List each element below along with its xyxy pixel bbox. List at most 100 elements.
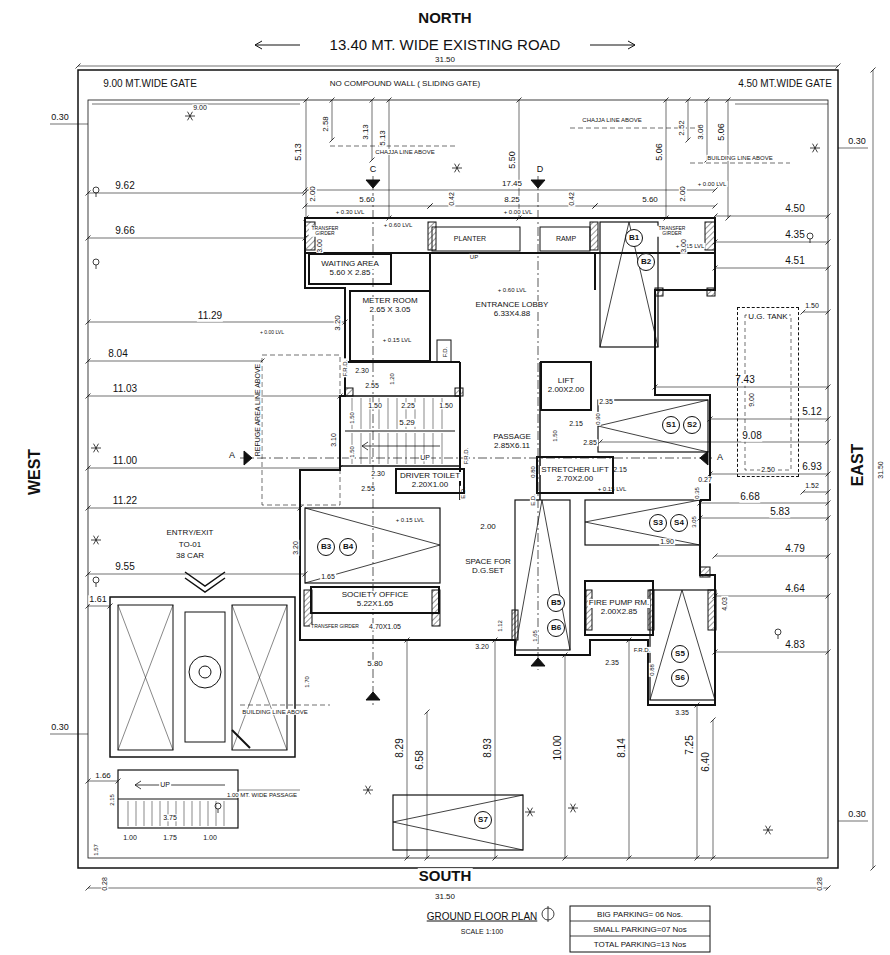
dimension-tick [343, 320, 348, 325]
turntable-symbol [199, 666, 211, 678]
room-size: 2.00X2.00 [547, 386, 585, 395]
plan-label: SCALE 1:100 [460, 928, 504, 935]
dimension-tick [86, 506, 91, 511]
dimension-line [50, 734, 88, 735]
plan-label: 5.50 [508, 150, 517, 170]
plan-label: 1.65 [532, 629, 538, 643]
plan-label: 3.05 [691, 515, 697, 529]
plan-label: TRANSFER GIRDER [309, 226, 341, 237]
plan-label: F.R.D. [633, 647, 652, 653]
plan-label: 1.00 MT. WIDE PASSAGE [226, 792, 298, 798]
room-name: B3 [320, 543, 332, 552]
plan-label: UP [159, 781, 171, 788]
room-box: DRIVER TOILET2.20X1.00 [395, 468, 465, 494]
dimension-line [88, 606, 110, 607]
plan-label: 2.15 [568, 420, 584, 427]
room-size: 5.22X1.65 [356, 600, 394, 609]
parking-number: B6 [547, 619, 565, 637]
dimension-tick [826, 385, 831, 390]
plan-label: 8.04 [107, 349, 128, 360]
dimension-line [88, 781, 118, 782]
column [345, 388, 353, 396]
dimension-line [600, 442, 828, 443]
parking-bay [585, 500, 700, 545]
plan-label: TOTAL PARKING=13 Nos [593, 941, 687, 949]
plan-label: A [716, 453, 724, 462]
room-name: B6 [550, 624, 562, 633]
plan-label: 5.13 [294, 142, 303, 162]
plan-label: 0.30 [50, 723, 70, 732]
plan-label: 0.28 [816, 876, 823, 892]
plan-label: 2.15 [612, 466, 628, 473]
plan-label: 5.06 [655, 142, 664, 162]
plan-label: 3.75 [162, 814, 178, 821]
section-line [240, 458, 712, 459]
dimension-tick [387, 98, 392, 103]
plan-label: CHAJJA LINE ABOVE [374, 149, 435, 155]
dimension-tick [713, 266, 718, 271]
plan-label: 5.06 [717, 122, 726, 142]
plan-label: 1.70 [304, 675, 310, 689]
dimension-tick [330, 98, 335, 103]
plan-label: 2.55 [360, 485, 376, 492]
room-size: 2.70X2.00 [556, 475, 594, 484]
tree-symbol [528, 808, 533, 817]
plan-label: BUILDING LINE ABOVE [241, 709, 308, 715]
car-platform-line [118, 605, 173, 750]
plan-label: 2.00 [679, 185, 687, 203]
plan-label: 9.66 [114, 226, 135, 237]
plan-label: + 0.15 LVL [675, 243, 706, 249]
dimension-tick [871, 866, 876, 871]
plan-label: C [369, 165, 378, 174]
plan-label: 3.20 [334, 314, 342, 332]
tree-symbol [766, 826, 771, 835]
car-lift-core [185, 612, 225, 742]
stair-arrow [362, 446, 440, 447]
parking-bay [598, 400, 708, 452]
road-arrow [255, 41, 262, 49]
dimension-line [88, 396, 340, 397]
plan-label: 6.93 [801, 462, 822, 473]
plan-label: 3.13 [362, 123, 370, 141]
dimension-line [372, 100, 373, 160]
dimension-line [88, 574, 305, 575]
stair-tread [160, 801, 161, 826]
plan-label: 5.12 [801, 407, 822, 418]
plan-label: + 0.30 LVL [335, 209, 366, 215]
dimension-tick [826, 490, 831, 495]
stair-tread [397, 433, 398, 464]
dimension-line [713, 720, 714, 858]
plan-label: 4.51 [784, 256, 805, 267]
tank-inner-line [745, 315, 791, 470]
plan-label: 9.00 [192, 104, 208, 111]
plan-label: 3.06 [697, 123, 705, 141]
plan-label: 3.35 [674, 709, 690, 716]
refuge-area-line [262, 355, 340, 505]
column [455, 388, 463, 396]
plan-label: 10.00 [553, 734, 564, 761]
dimension-line [715, 268, 828, 269]
room-name: METER ROOM [361, 297, 418, 306]
stair-arrow [135, 781, 141, 789]
dimension-tick [493, 638, 498, 643]
plan-label: TRANSFER GIRDER [656, 226, 688, 237]
tree-symbol [94, 536, 99, 545]
plan-label: 1.50 [552, 429, 558, 443]
room-box: WAITING AREA5.60 X 2.85 [308, 253, 392, 285]
stair-arrow [362, 442, 368, 450]
stair-tread [224, 801, 225, 826]
plan-label: 1.61 [88, 595, 108, 604]
plan-label: 4.50 [784, 204, 805, 215]
dimension-line [655, 387, 828, 388]
dimension-line [715, 216, 828, 217]
duct-outline [437, 340, 451, 362]
dimension-tick [493, 856, 498, 861]
room-size: 6.33X4.88 [493, 310, 531, 319]
planter-outline [432, 227, 520, 251]
plan-label: 2.85 [582, 439, 598, 446]
plan-label: 2.35 [604, 659, 620, 666]
car-platform [232, 605, 287, 750]
dimension-line [700, 518, 828, 519]
dimension-tick [303, 236, 308, 241]
dimension-tick [695, 703, 700, 708]
